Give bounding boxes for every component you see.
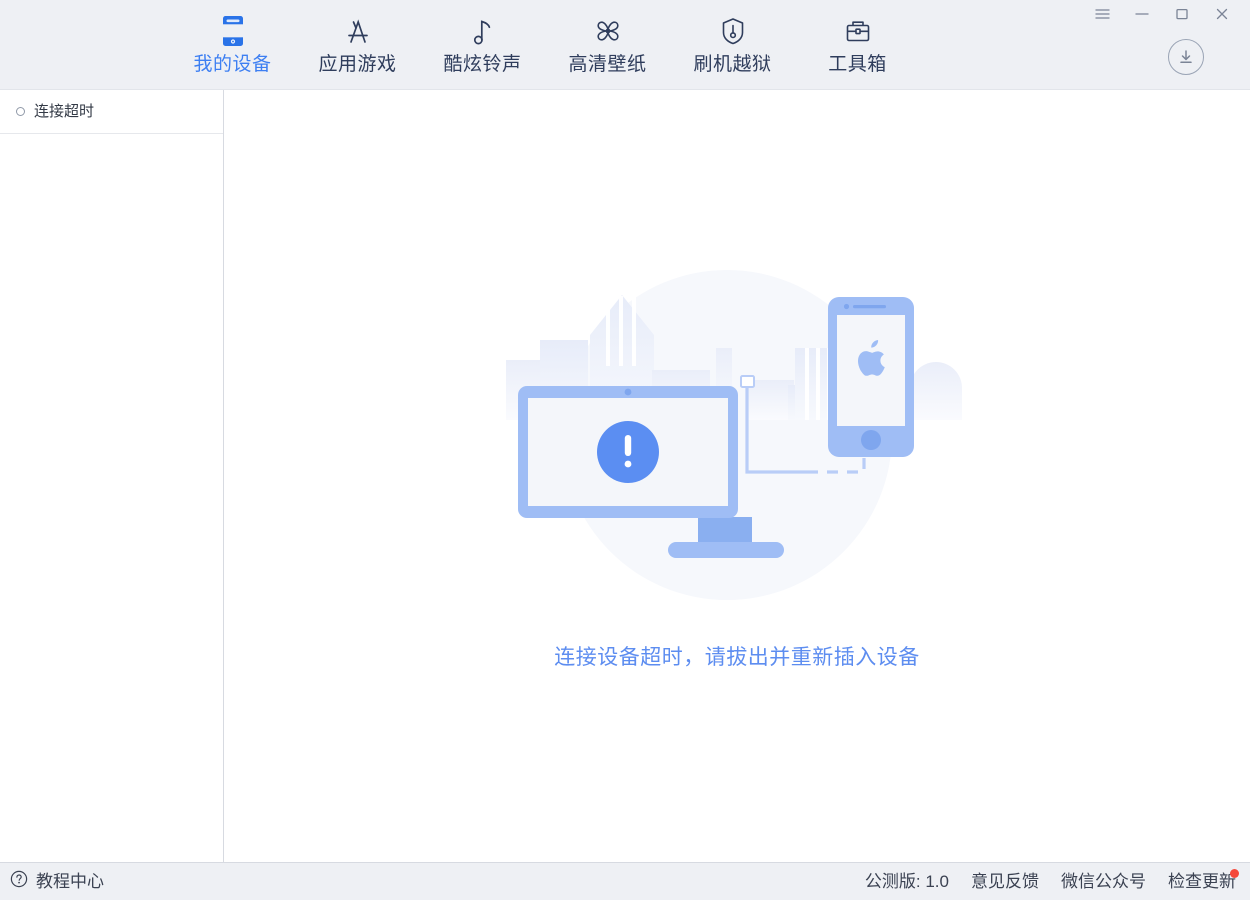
status-bar: 教程中心 公测版: 1.0 意见反馈 微信公众号 检查更新 <box>0 862 1250 900</box>
sidebar-item-connection-timeout[interactable]: 连接超时 <box>0 90 223 134</box>
close-icon[interactable] <box>1202 0 1242 28</box>
app-body: 连接超时 <box>0 90 1250 862</box>
music-note-icon <box>469 14 497 48</box>
empty-state: 连接设备超时，请拔出并重新插入设备 <box>497 240 977 673</box>
device-phone-icon <box>220 14 246 48</box>
apple-logo-icon <box>858 340 885 376</box>
tutorial-center-label: 教程中心 <box>36 871 104 891</box>
tab-apps-games[interactable]: 应用游戏 <box>295 14 420 78</box>
usb-cable <box>745 385 866 474</box>
question-circle-icon <box>10 870 28 893</box>
check-update-label: 检查更新 <box>1168 871 1236 891</box>
tab-toolbox[interactable]: 工具箱 <box>795 14 920 78</box>
status-bar-right: 公测版: 1.0 意见反馈 微信公众号 检查更新 <box>864 868 1239 893</box>
tab-my-device[interactable]: 我的设备 <box>170 14 295 78</box>
device-connection-timeout-illustration <box>506 270 962 600</box>
app-store-icon <box>342 14 374 48</box>
iphone-graphic <box>828 297 914 457</box>
circle-bullet-icon <box>16 107 25 116</box>
version-label: 公测版: 1.0 <box>864 871 949 891</box>
main-nav-tabs: 我的设备 应用游戏 <box>0 0 1090 90</box>
tab-flash-jailbreak[interactable]: 刷机越狱 <box>670 14 795 78</box>
cable-connector-pc <box>740 375 755 388</box>
flower-wallpaper-icon <box>592 14 624 48</box>
wechat-official-account-link[interactable]: 微信公众号 <box>1061 871 1146 891</box>
tab-label: 我的设备 <box>193 54 272 75</box>
minimize-icon[interactable] <box>1122 0 1162 28</box>
toolbox-icon <box>842 14 874 48</box>
tab-ringtones[interactable]: 酷炫铃声 <box>420 14 545 78</box>
tab-label: 刷机越狱 <box>693 54 772 75</box>
menu-icon[interactable] <box>1082 0 1122 28</box>
tab-label: 应用游戏 <box>318 54 397 75</box>
monitor-graphic <box>518 386 784 558</box>
shield-key-icon <box>718 14 748 48</box>
empty-state-message: 连接设备超时，请拔出并重新插入设备 <box>554 646 920 669</box>
sidebar: 连接超时 <box>0 90 224 862</box>
new-update-dot <box>1230 868 1239 878</box>
tutorial-center-button[interactable]: 教程中心 <box>10 870 104 893</box>
main-content: 连接设备超时，请拔出并重新插入设备 <box>224 90 1250 862</box>
tab-label: 高清壁纸 <box>568 54 647 75</box>
window-controls <box>1082 0 1242 28</box>
tab-wallpapers[interactable]: 高清壁纸 <box>545 14 670 78</box>
sidebar-item-label: 连接超时 <box>34 102 95 120</box>
app-header: 我的设备 应用游戏 <box>0 0 1250 90</box>
maximize-icon[interactable] <box>1162 0 1202 28</box>
download-circle-icon[interactable] <box>1168 39 1204 75</box>
tab-label: 酷炫铃声 <box>443 54 522 75</box>
check-update-link[interactable]: 检查更新 <box>1168 868 1239 893</box>
tab-label: 工具箱 <box>828 54 887 75</box>
feedback-link[interactable]: 意见反馈 <box>971 871 1039 891</box>
